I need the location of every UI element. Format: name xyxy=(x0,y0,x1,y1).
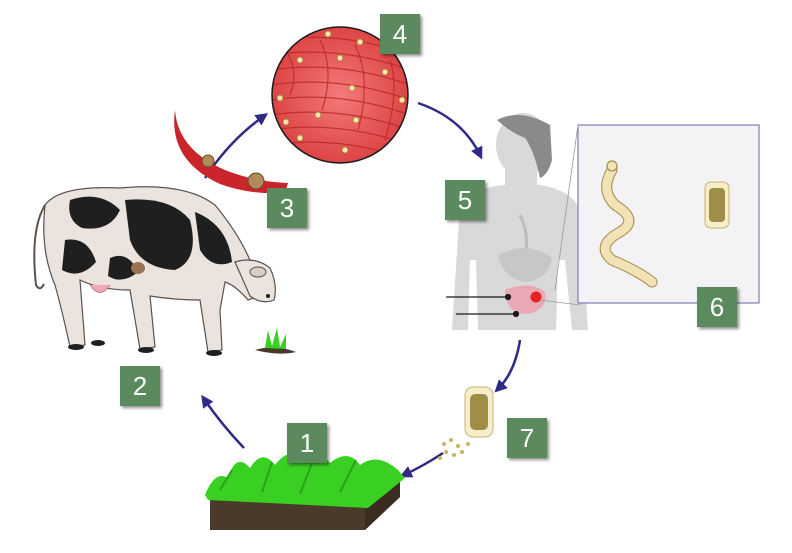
step-badge-6: 6 xyxy=(697,287,737,327)
cow-illustration xyxy=(33,186,296,356)
step-badge-5: 5 xyxy=(445,180,485,220)
egg-cluster-illustration xyxy=(438,438,470,460)
egg-stage-illustration xyxy=(438,386,494,460)
digestive-organs xyxy=(498,214,552,314)
vessel-cyst-large xyxy=(247,172,265,190)
arrow-grass-to-cow xyxy=(201,394,245,449)
step-badge-7: 7 xyxy=(507,418,547,458)
human-silhouette-illustration xyxy=(452,113,588,330)
step-badge-1: 1 xyxy=(287,423,327,463)
arrow-human-to-eggs xyxy=(494,339,522,393)
cycle-arrows xyxy=(201,101,522,478)
pointer-lines xyxy=(446,293,581,318)
vessel-cyst-small xyxy=(201,154,215,168)
blood-vessel-illustration xyxy=(174,110,288,194)
arrow-eggs-to-grass xyxy=(399,451,444,478)
arrow-muscle-to-human xyxy=(417,101,483,160)
grass-soil-illustration xyxy=(205,454,405,530)
step-badge-3: 3 xyxy=(267,188,307,228)
alert-marker xyxy=(530,291,542,303)
proglottid-illustration xyxy=(704,181,730,229)
tapeworm-illustration xyxy=(599,160,658,288)
step-badge-4: 4 xyxy=(380,14,420,54)
cow-cyst-marker xyxy=(131,262,145,274)
step-badge-2: 2 xyxy=(120,366,160,406)
inset-panel xyxy=(554,124,760,304)
